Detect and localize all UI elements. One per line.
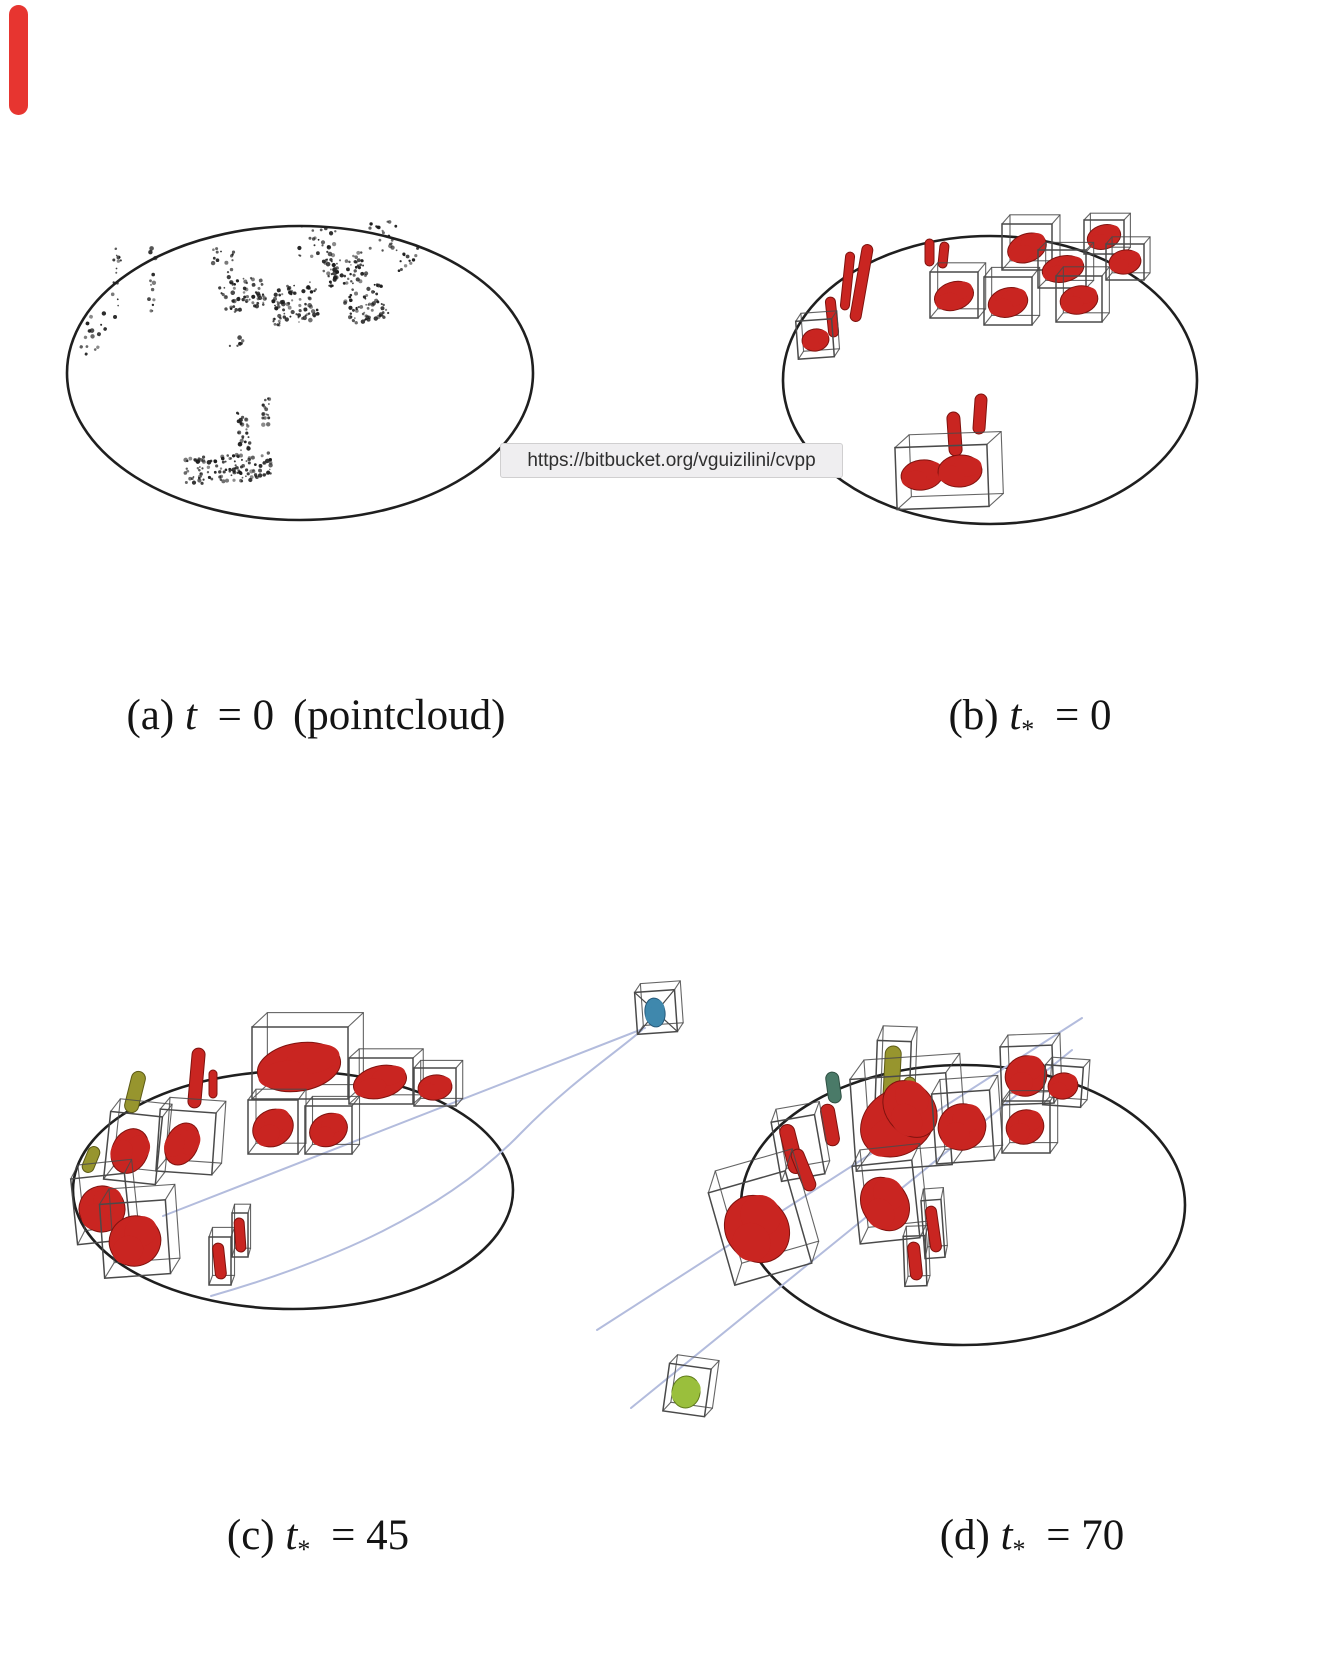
object-blob [900,459,944,491]
pointcloud-cluster [224,250,236,280]
pointcloud-cluster [368,220,398,252]
pointcloud-cluster [261,397,272,427]
pole-object [825,1071,842,1104]
caption-d-label: (d) [939,1512,990,1559]
object-blob [933,280,975,312]
pole-object [233,1217,247,1253]
bbox-wireframe [894,430,1004,511]
bbox-wireframe [633,980,684,1036]
pole-object [208,1069,218,1099]
caption-a: (a) t = 0 (pointcloud) [126,692,505,745]
bbox-wireframe [902,1224,931,1288]
pole-object [907,1241,923,1281]
object-blob [256,1041,342,1093]
pole-object [820,1103,840,1147]
link-preview-url: https://bitbucket.org/vguizilini/cvpp [527,449,816,471]
object-blob [859,1176,911,1232]
object-blob [937,454,983,488]
pointcloud-cluster [147,246,158,313]
pointcloud-cluster [271,281,320,327]
bbox-wireframe [155,1096,227,1176]
pole-object [212,1242,227,1280]
object-blob [987,287,1029,318]
caption-d-equation: = 70 [1046,1512,1125,1559]
link-preview-tooltip: https://bitbucket.org/vguizilini/cvpp [500,443,843,478]
pole-object [972,393,988,435]
object-blob [1004,1055,1048,1097]
object-blob [1047,1072,1079,1100]
caption-a-variable: t [184,692,197,739]
caption-c: (c) t* = 45 [227,1512,409,1565]
caption-d-subscript: * [1012,1535,1026,1564]
caption-b-label: (b) [948,692,999,739]
trajectory-line [162,1027,646,1217]
pole-object [124,1070,146,1114]
pointcloud-cluster [297,225,337,261]
caption-c-label: (c) [226,1512,275,1559]
trajectory-path [210,1029,643,1297]
object-blob [723,1194,791,1264]
object-blob [1108,249,1142,275]
pointcloud-cluster [183,451,273,485]
caption-c-equation: = 45 [331,1512,410,1559]
pole-object [937,241,950,269]
pointcloud-cluster [210,247,222,266]
caption-b-variable: t [1009,692,1022,739]
object-blob [1059,285,1099,315]
object-blob [108,1215,162,1267]
caption-a-extra: (pointcloud) [292,692,506,739]
bbox-wireframe [1001,1090,1059,1154]
caption-d: (d) t* = 70 [940,1512,1125,1565]
caption-a-label: (a) [126,692,175,739]
pole-object [790,1148,817,1192]
pointcloud-cluster [218,276,267,313]
caption-b-subscript: * [1021,715,1035,744]
panel-c-graphic [69,980,684,1311]
panel-a-boundary-ellipse [65,224,535,522]
object-blob [353,1064,407,1100]
caption-b-equation: = 0 [1055,692,1112,739]
pointcloud-cluster [228,335,245,347]
red-marker [9,5,28,115]
pole-object [839,251,856,311]
object-blob [644,997,666,1028]
object-blob [252,1108,294,1148]
pointcloud-cluster [110,247,122,319]
caption-a-equation: = 0 [217,692,275,739]
pole-object [946,411,963,457]
object-blob [671,1375,701,1409]
caption-c-variable: t [285,1512,298,1559]
pole-object [925,1205,942,1253]
panel-a-graphic [65,220,535,522]
object-blob [1005,1109,1045,1145]
caption-c-subscript: * [297,1535,311,1564]
object-blob [164,1122,201,1166]
pole-object [187,1047,206,1109]
pole-object [924,238,935,267]
caption-b: (b) t* = 0 [948,692,1111,745]
object-blob [801,328,830,352]
caption-d-variable: t [1000,1512,1013,1559]
pole-object [849,244,874,322]
pointcloud-cluster [321,250,369,288]
pointcloud-cluster [79,311,107,356]
panel-b-graphic [781,212,1199,526]
pointcloud-cluster [397,246,420,273]
trajectory-line [630,1049,1073,1409]
pointcloud-cluster [236,411,252,452]
object-blob [1007,232,1047,264]
pole-object [81,1146,101,1173]
object-blob [417,1074,453,1101]
object-blob [309,1112,348,1148]
object-blob [78,1185,126,1233]
object-blob [110,1128,151,1174]
object-blob [937,1103,987,1151]
pointcloud-cluster [343,283,390,325]
panel-d-graphic [596,1017,1187,1418]
object-blob [882,1080,938,1138]
bbox-wireframe [929,262,987,319]
panel-b-boundary-ellipse [781,234,1199,526]
